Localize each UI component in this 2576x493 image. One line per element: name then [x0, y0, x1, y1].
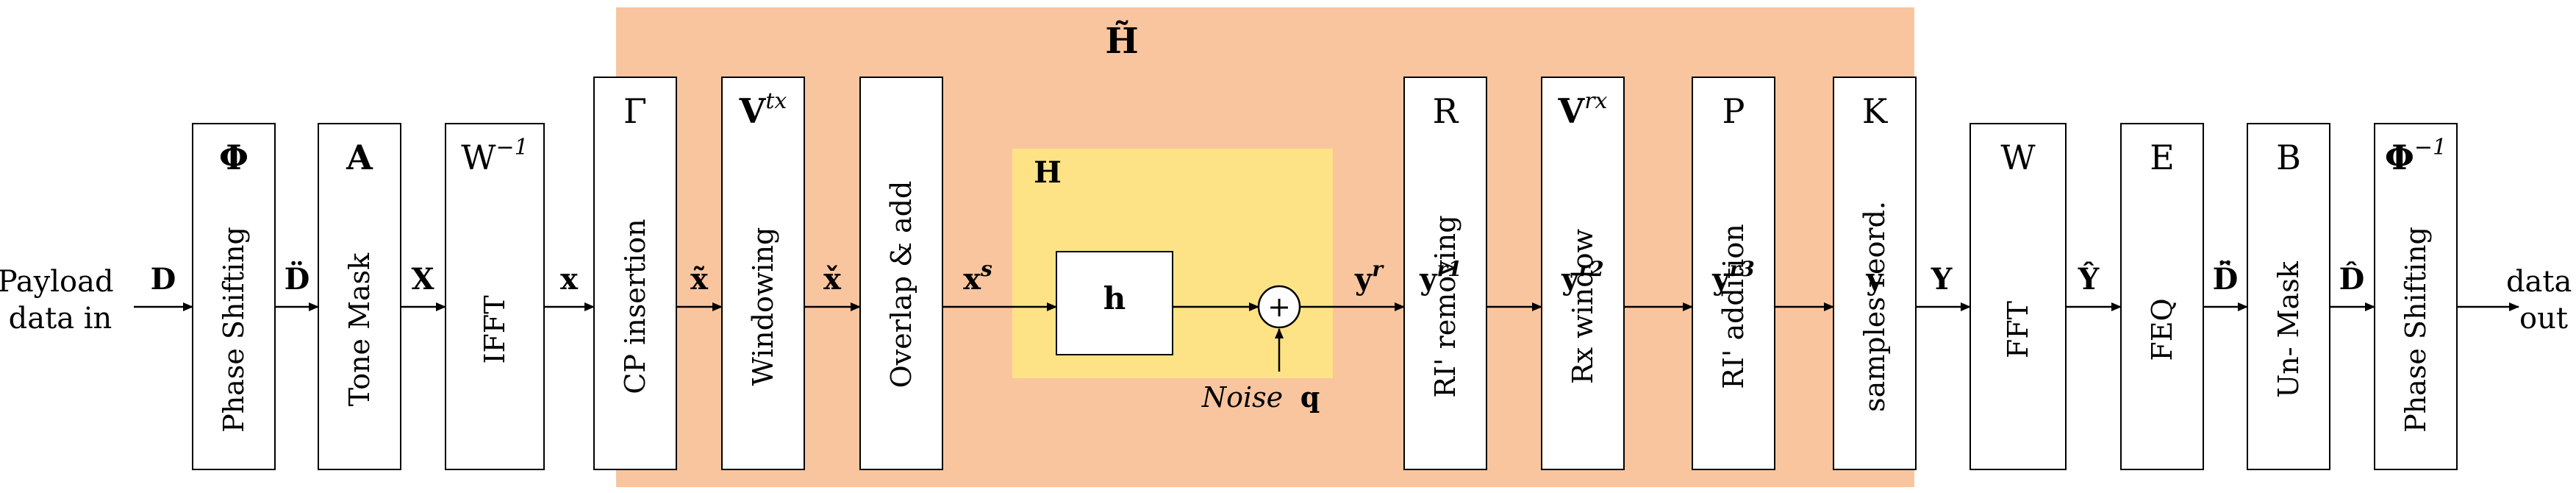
- un-mask-symbol: B: [2276, 138, 2301, 177]
- signal-label-y: y: [1865, 262, 1884, 297]
- tone-mask-box: [318, 123, 401, 470]
- samples-reord-symbol: K: [1862, 91, 1889, 131]
- block-overlap-add: Overlap & add: [859, 77, 943, 470]
- ri-removing-symbol: R: [1433, 91, 1459, 131]
- ifft-symbol: W−1: [461, 135, 529, 177]
- fft-box: [1969, 123, 2067, 470]
- inv-phase-shift-symbol: Φ−1: [2385, 135, 2447, 177]
- ri-addition-label: RI' addition: [1717, 224, 1750, 389]
- signal-label-x-tilde: x̃: [690, 262, 709, 297]
- signal-label-x-s: xs: [963, 257, 992, 297]
- overlap-add-box: [859, 77, 943, 470]
- block-fft: W FFT: [1969, 123, 2067, 470]
- overlap-add-label: Overlap & add: [885, 181, 917, 389]
- rx-window-symbol: Vrx: [1558, 88, 1608, 131]
- block-phase-shift: Φ Phase Shifting: [192, 123, 276, 470]
- samples-reord-label: samples reord.: [1858, 201, 1891, 412]
- ri-addition-symbol: P: [1722, 91, 1745, 131]
- ifft-label: IFFT: [479, 295, 511, 363]
- cp-insertion-symbol: Γ: [623, 91, 647, 131]
- channel-h-symbol: h: [1103, 280, 1126, 316]
- signal-label-y-r2: yr2: [1561, 257, 1603, 297]
- rx-window-label: Rx window: [1567, 229, 1599, 384]
- rx-window-box: [1541, 77, 1625, 470]
- h-tilde-label: H̃: [1105, 19, 1138, 62]
- signal-label-D: D: [151, 262, 176, 297]
- signal-label-x-check: x̌: [823, 262, 842, 297]
- signal-label-y-r: yr: [1354, 257, 1384, 297]
- signal-label-Y-hat: Ŷ: [2078, 262, 2100, 297]
- phase-shift-label: Phase Shifting: [218, 227, 250, 433]
- block-ri-addition: P RI' addition: [1692, 77, 1775, 470]
- signal-label-y-r3: yr3: [1711, 257, 1754, 297]
- adder-symbol: +: [1267, 291, 1291, 323]
- block-feq: E FEQ: [2120, 123, 2204, 470]
- block-tone-mask: A Tone Mask: [318, 123, 401, 470]
- block-rx-window: Vrx Rx window: [1541, 77, 1625, 470]
- inv-phase-shift-box: [2374, 123, 2458, 470]
- un-mask-label: Un- Mask: [2272, 260, 2305, 397]
- output-label: data out: [2506, 265, 2576, 336]
- signal-label-y-r1: yr1: [1419, 257, 1461, 297]
- h-channel-label: H: [1034, 155, 1062, 190]
- phase-shift-box: [192, 123, 276, 470]
- feq-box: [2120, 123, 2204, 470]
- signal-label-D-hat-ddot: D̂̈: [2213, 261, 2239, 297]
- signal-label-Y: Y: [1931, 262, 1953, 297]
- signal-label-D-ddot: D̈: [285, 262, 310, 297]
- cp-insertion-label: CP insertion: [619, 219, 651, 394]
- signal-label-D-hat: D̂: [2339, 262, 2365, 297]
- noise-label: Noise: [1201, 381, 1283, 414]
- windowing-symbol: Vtx: [739, 88, 787, 131]
- ri-removing-label: RI' removing: [1429, 215, 1461, 397]
- fft-symbol: W: [2000, 138, 2036, 177]
- signal-label-X: X: [411, 262, 434, 297]
- inv-phase-shift-label: Phase Shifting: [2400, 227, 2432, 433]
- noise-symbol: q: [1300, 380, 1320, 414]
- block-cp-insertion: Γ CP insertion: [593, 77, 677, 470]
- cp-insertion-box: [593, 77, 677, 470]
- block-ri-removing: R RI' removing: [1403, 77, 1487, 470]
- ri-removing-box: [1403, 77, 1487, 470]
- phase-shift-symbol: Φ: [219, 138, 248, 177]
- samples-reord-box: [1833, 77, 1917, 470]
- tone-mask-symbol: A: [346, 138, 373, 177]
- tone-mask-label: Tone Mask: [343, 252, 376, 406]
- block-un-mask: B Un- Mask: [2247, 123, 2330, 470]
- ri-addition-box: [1692, 77, 1775, 470]
- feq-label: FEQ: [2146, 298, 2178, 361]
- signal-label-x: x: [560, 262, 579, 297]
- feq-symbol: E: [2150, 138, 2175, 177]
- un-mask-box: [2247, 123, 2330, 470]
- channel-h-block: [1056, 251, 1173, 355]
- input-label: Payload data in: [0, 265, 123, 336]
- ifft-box: [445, 123, 545, 470]
- windowing-label: Windowing: [747, 227, 779, 386]
- fft-label: FFT: [2002, 301, 2034, 358]
- windowing-box: [721, 77, 805, 470]
